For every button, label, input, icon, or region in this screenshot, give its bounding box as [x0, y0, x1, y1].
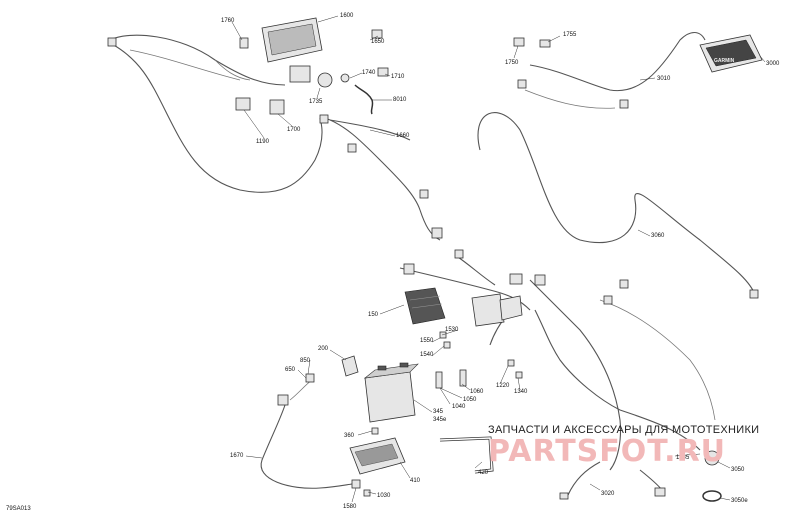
callout-1050: 1050 [463, 397, 477, 403]
callout-360: 360 [344, 433, 355, 439]
callout-3000: 3000 [766, 61, 780, 67]
watermark-tagline: ЗАПЧАСТИ И АКСЕССУАРЫ ДЛЯ МОТОТЕХНИКИ [488, 424, 760, 436]
callout-1540: 1540 [420, 352, 434, 358]
callout-1760: 1760 [221, 18, 235, 24]
callout-1660: 1660 [396, 133, 410, 139]
callout-1710: 1710 [391, 74, 405, 80]
callout-labels: 1760 1600 1650 1755 1750 3010 3000 1740 … [221, 13, 780, 510]
callout-1580: 1580 [343, 504, 357, 510]
callout-3050e: 3050e [731, 498, 748, 504]
garmin-device-part: GARMIN [699, 34, 763, 73]
callout-1220: 1220 [496, 383, 510, 389]
display-cluster-part [261, 17, 323, 63]
callout-1030: 1030 [377, 493, 391, 499]
callout-1740: 1740 [362, 70, 376, 76]
callout-345e: 345e [433, 417, 447, 423]
callout-200: 200 [318, 346, 329, 352]
watermark-brand: PARTSFOT.RU [488, 434, 727, 469]
callout-410: 410 [410, 478, 421, 484]
callout-8010: 8010 [393, 97, 407, 103]
connector-parts [107, 29, 759, 502]
callout-1190: 1190 [256, 139, 270, 145]
callout-1735: 1735 [309, 99, 323, 105]
callout-650: 650 [285, 367, 296, 373]
strap-part [439, 436, 494, 474]
callout-1060: 1060 [470, 389, 484, 395]
callout-420: 420 [478, 470, 489, 476]
callout-1040: 1040 [452, 404, 466, 410]
parts: GARMIN [107, 17, 763, 502]
callout-850: 850 [300, 358, 311, 364]
battery-tray-part [349, 437, 406, 475]
callout-1750: 1750 [505, 60, 519, 66]
garmin-logo: GARMIN [714, 58, 735, 64]
watermark: ЗАПЧАСТИ И АКСЕССУАРЫ ДЛЯ МОТОТЕХНИКИ PA… [488, 424, 788, 469]
regulator-part [404, 287, 446, 325]
callout-1045: 1045 [676, 455, 690, 461]
diagram-code: 79SA013 [6, 506, 31, 512]
callout-1755: 1755 [563, 32, 577, 38]
callout-3010: 3010 [657, 76, 671, 82]
callout-345: 345 [433, 409, 444, 415]
leader-lines [231, 15, 766, 503]
sensor-part [341, 355, 359, 377]
callout-3060: 3060 [651, 233, 665, 239]
callout-3050: 3050 [731, 467, 745, 473]
callout-1530: 1530 [445, 327, 459, 333]
callout-1600: 1600 [340, 13, 354, 19]
callout-1650: 1650 [371, 39, 385, 45]
fuse-box-part [471, 293, 523, 327]
callout-1700: 1700 [287, 127, 301, 133]
callout-1550: 1550 [420, 338, 434, 344]
callout-150: 150 [368, 312, 379, 318]
callout-3020: 3020 [601, 491, 615, 497]
battery-part [363, 362, 419, 423]
callout-1670: 1670 [230, 453, 244, 459]
callout-1340: 1340 [514, 389, 528, 395]
